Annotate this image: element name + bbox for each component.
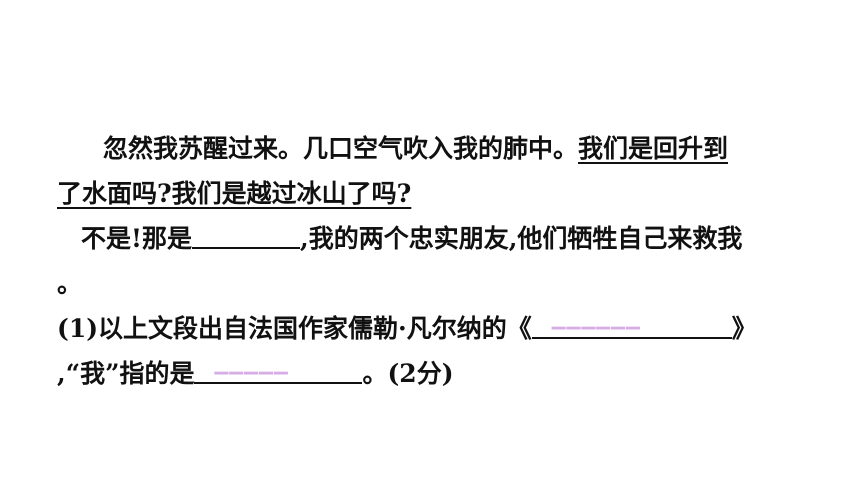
passage-line-2: 了水面吗?我们是越过冰山了吗? [57,171,827,216]
underlined-sentence-continued: 了水面吗?我们是越过冰山了吗? [57,179,412,208]
question-text: ,“我”指的是 [57,359,195,388]
question-line-1: (1)以上文段出自法国作家儒勒·凡尔纳的《 ▁▁▁▁▁▁ 》 [57,306,827,351]
question-text: 》 [731,314,757,343]
answer-blank-narrator[interactable]: ▁▁▁▁▁ [194,354,363,384]
passage-line-3: 不是!那是 ,我的两个忠实朋友,他们牺牲自己来救我 [57,216,827,261]
underlined-sentence: 我们是回升到 [578,134,729,163]
fill-in-blank[interactable] [191,221,300,249]
passage-text: ,我的两个忠实朋友,他们牺牲自己来救我 [299,224,743,253]
question-text: (1)以上文段出自法国作家儒勒·凡尔纳的《 [57,314,532,343]
passage-text: 忽然我苏醒过来。几口空气吹入我的肺中。 [103,134,579,163]
passage-line-4: 。 [57,261,827,306]
passage-text: 。 [57,269,83,298]
question-line-2: ,“我”指的是 ▁▁▁▁▁ 。(2分) [57,351,827,396]
faded-answer-mark: ▁▁▁▁▁ [214,354,289,375]
answer-blank-book-title[interactable]: ▁▁▁▁▁▁ [531,309,732,339]
passage-text: 不是!那是 [81,224,192,253]
document-body: 忽然我苏醒过来。几口空气吹入我的肺中。我们是回升到 了水面吗?我们是越过冰山了吗… [57,126,827,396]
faded-answer-mark: ▁▁▁▁▁▁ [551,309,641,330]
question-text: 。(2分) [362,359,454,388]
passage-line-1: 忽然我苏醒过来。几口空气吹入我的肺中。我们是回升到 [57,126,827,171]
